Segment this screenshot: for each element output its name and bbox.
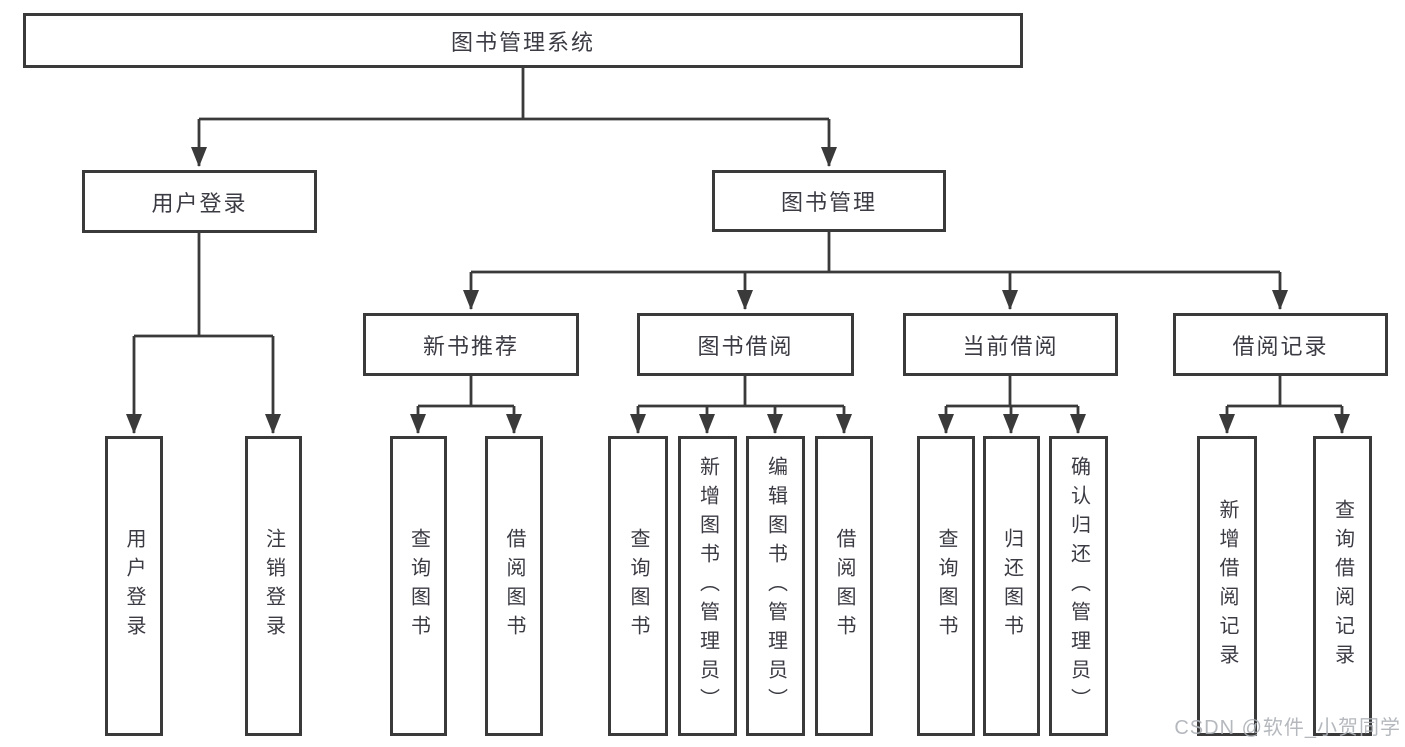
connector-new-book-to-leaves [410,376,522,434]
connector-root-to-level2 [191,68,837,167]
connector-borrow-records-to-leaves [1219,376,1350,434]
node-book-borrowing: 图书借阅 [637,313,854,376]
connector-book-management-to-level3 [463,232,1288,310]
leaf-borrow-books-borrowing: 借阅图书 [815,436,873,736]
leaf-return-book: 归还图书 [983,436,1040,736]
leaf-edit-book-admin: 编辑图书（管理员） [746,436,805,736]
leaf-query-books-recommend: 查询图书 [390,436,447,736]
leaf-add-borrow-record: 新增借阅记录 [1197,436,1257,736]
connector-book-borrowing-to-leaves [630,376,852,434]
leaf-query-books-current: 查询图书 [917,436,975,736]
leaf-logout: 注销登录 [245,436,302,736]
node-user-login: 用户登录 [82,170,317,233]
leaf-add-book-admin: 新增图书（管理员） [678,436,737,736]
connector-user-login-to-leaves [126,233,281,434]
csdn-watermark: CSDN @软件_小贺同学 [1174,717,1401,739]
node-borrowing-records: 借阅记录 [1173,313,1388,376]
leaf-query-borrow-record: 查询借阅记录 [1313,436,1372,736]
node-library-management-system: 图书管理系统 [23,13,1023,68]
leaf-user-login: 用户登录 [105,436,163,736]
node-current-borrowing: 当前借阅 [903,313,1118,376]
leaf-query-books-borrowing: 查询图书 [608,436,668,736]
node-new-book-recommendation: 新书推荐 [363,313,579,376]
leaf-confirm-return-admin: 确认归还（管理员） [1049,436,1108,736]
node-book-management: 图书管理 [712,170,946,232]
leaf-borrow-books-recommend: 借阅图书 [485,436,543,736]
connector-current-borrowing-to-leaves [938,376,1086,434]
